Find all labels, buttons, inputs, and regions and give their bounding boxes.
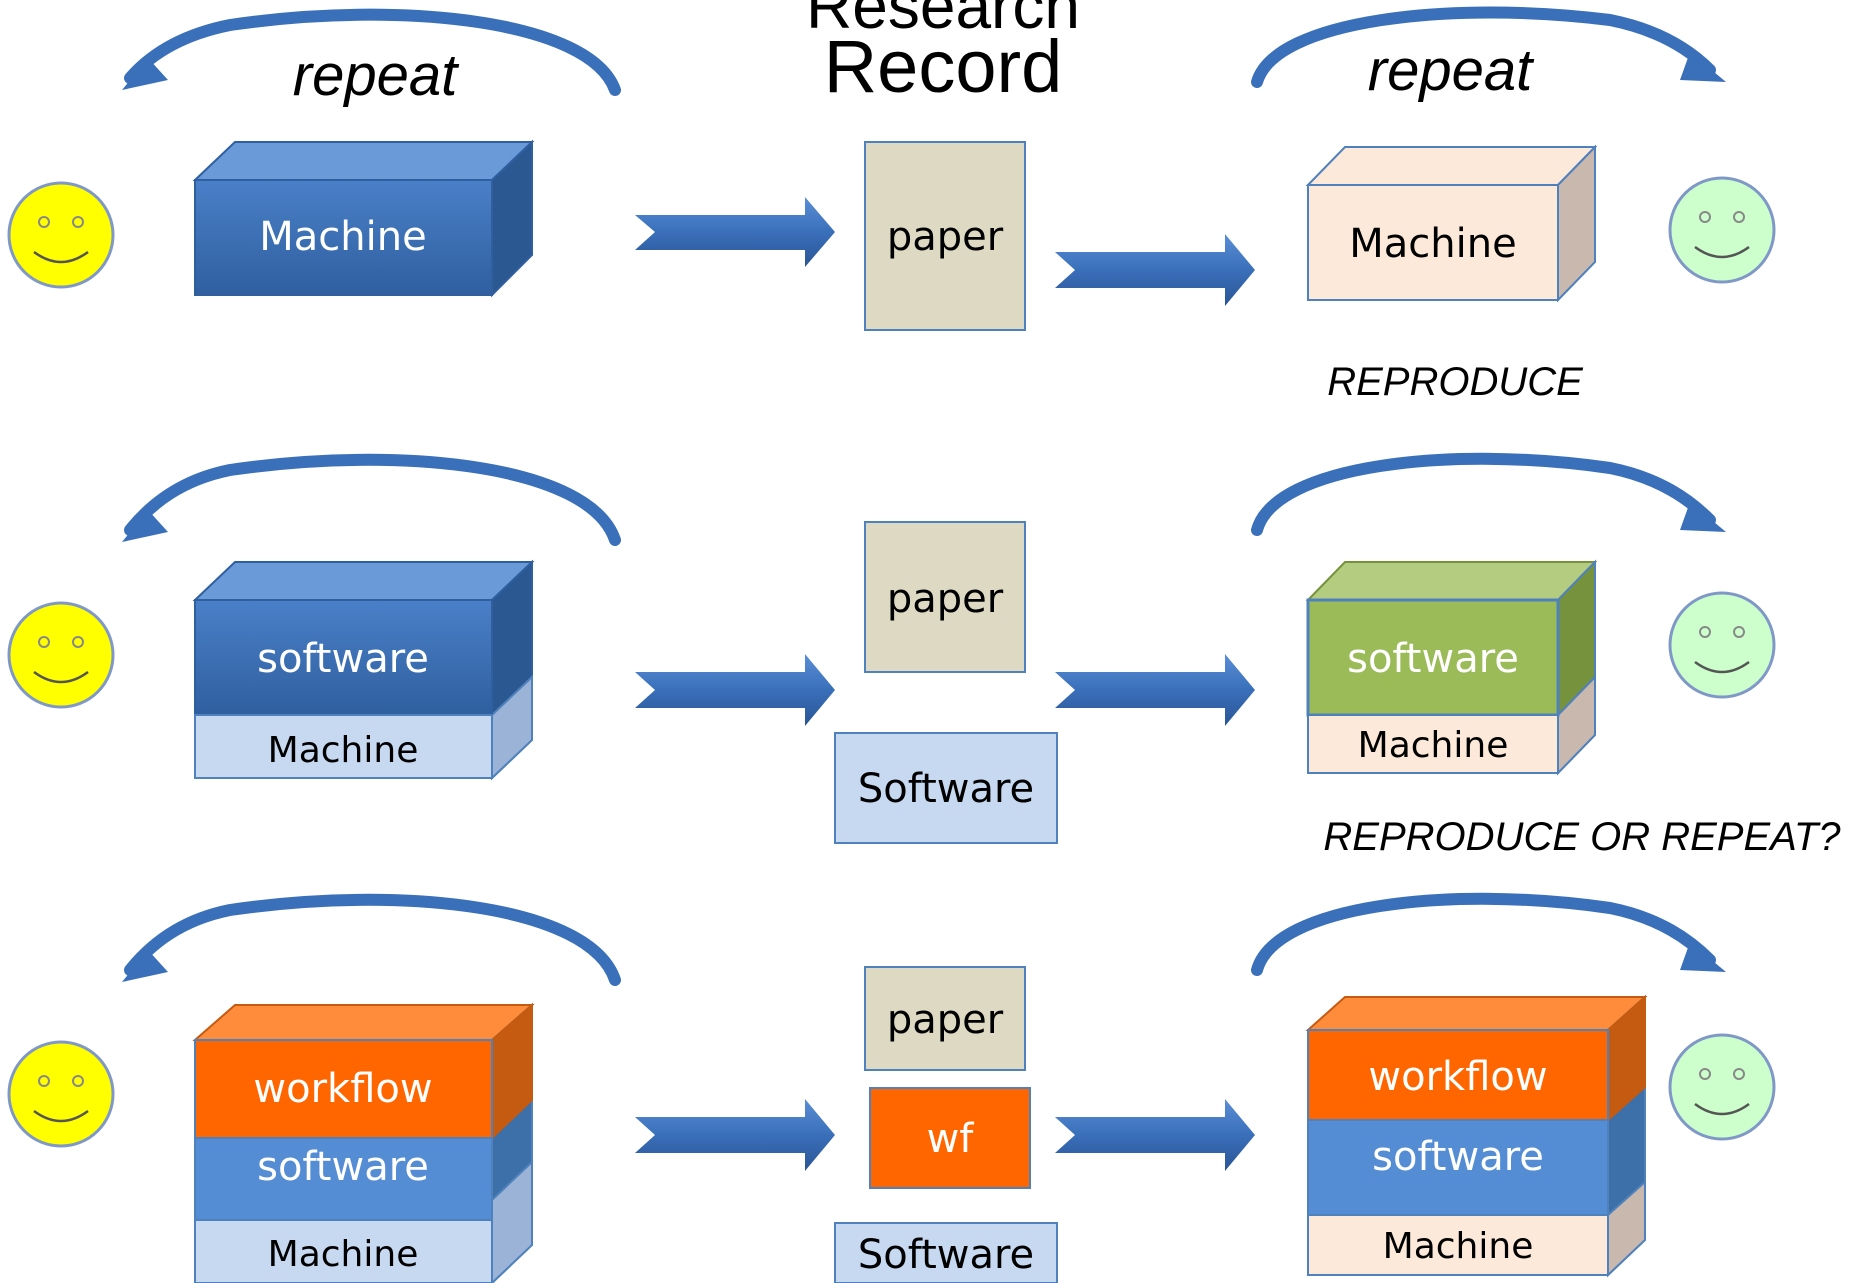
curved-arrow-icon bbox=[1251, 6, 1726, 88]
block-label: Machine bbox=[1358, 725, 1509, 766]
reproduce-caption: REPRODUCE bbox=[1327, 360, 1584, 404]
repeat-label-right: repeat bbox=[1368, 38, 1535, 103]
smiley-face-icon bbox=[1668, 591, 1776, 699]
right-arrow-icon bbox=[1055, 654, 1255, 726]
software-record: Software bbox=[834, 732, 1058, 844]
title-line-1: Research bbox=[806, 0, 1080, 42]
workflow-software-machine-stack: workflow software Machine bbox=[192, 1002, 535, 1283]
right-arrow-icon bbox=[635, 1099, 835, 1171]
title-line-2: Record bbox=[824, 25, 1063, 108]
block-label: software bbox=[257, 636, 429, 682]
block-label: Machine bbox=[1383, 1226, 1534, 1267]
block-label: Machine bbox=[259, 214, 426, 260]
record-label: paper bbox=[887, 214, 1004, 260]
paper-record: paper bbox=[864, 521, 1026, 673]
curved-arrow-icon bbox=[1251, 892, 1726, 976]
record-label: wf bbox=[927, 1116, 975, 1162]
block-label: Machine bbox=[268, 730, 419, 771]
block-label: Machine bbox=[268, 1234, 419, 1275]
block-label: software bbox=[1347, 636, 1519, 682]
curved-arrow-icon bbox=[122, 453, 621, 546]
smiley-face-icon bbox=[1668, 176, 1776, 284]
right-arrow-icon bbox=[1055, 234, 1255, 306]
software-record: Software bbox=[834, 1222, 1058, 1283]
smiley-face-icon bbox=[1668, 1033, 1776, 1141]
paper-record: paper bbox=[864, 141, 1026, 331]
record-label: Software bbox=[858, 1232, 1034, 1278]
smiley-face-icon bbox=[7, 181, 115, 289]
machine-block-reproduced: Machine bbox=[1305, 144, 1598, 303]
software-machine-stack-reproduced: software Machine bbox=[1305, 559, 1598, 776]
paper-record: paper bbox=[864, 966, 1026, 1071]
record-label: Software bbox=[858, 766, 1034, 812]
curved-arrow-icon bbox=[122, 8, 621, 96]
curved-arrow-icon bbox=[122, 893, 621, 986]
repeat-label-left: repeat bbox=[293, 43, 460, 108]
block-label: Machine bbox=[1349, 221, 1516, 267]
software-machine-stack: software Machine bbox=[192, 559, 535, 781]
workflow-record: wf bbox=[869, 1087, 1031, 1189]
right-arrow-icon bbox=[635, 197, 835, 267]
right-arrow-icon bbox=[635, 654, 835, 726]
block-label: software bbox=[1372, 1134, 1544, 1180]
machine-block: Machine bbox=[192, 139, 535, 298]
record-label: paper bbox=[887, 576, 1004, 622]
block-label: workflow bbox=[253, 1066, 432, 1112]
curved-arrow-icon bbox=[1251, 452, 1726, 536]
reproduce-or-repeat-caption: REPRODUCE OR REPEAT? bbox=[1323, 815, 1841, 859]
block-label: software bbox=[257, 1144, 429, 1190]
workflow-software-machine-stack-reproduced: workflow software Machine bbox=[1305, 994, 1648, 1278]
smiley-face-icon bbox=[7, 1040, 115, 1148]
block-label: workflow bbox=[1368, 1054, 1547, 1100]
record-label: paper bbox=[887, 997, 1004, 1043]
right-arrow-icon bbox=[1055, 1099, 1255, 1171]
smiley-face-icon bbox=[7, 601, 115, 709]
